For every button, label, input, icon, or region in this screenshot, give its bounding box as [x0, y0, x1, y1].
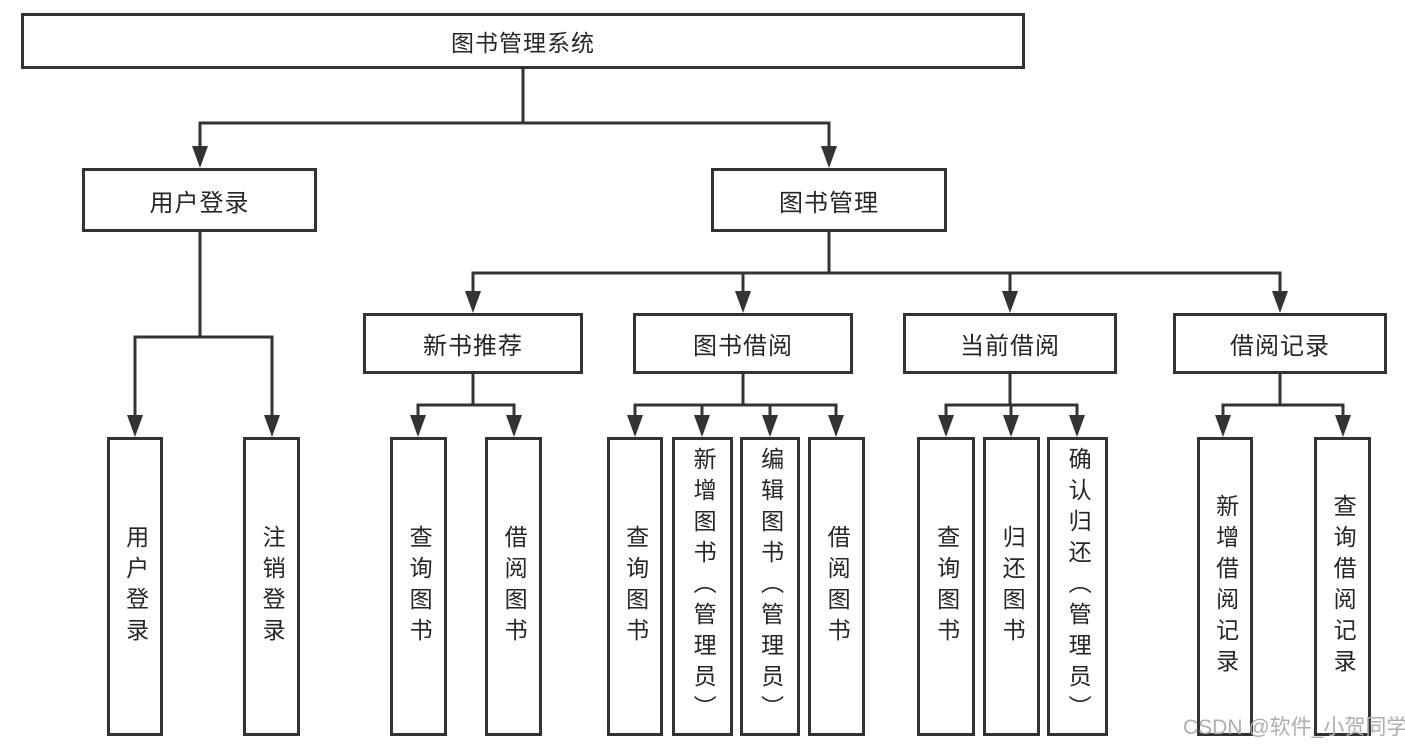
arrow-down-icon [1272, 291, 1288, 313]
leaf-user-login: 用户登录 [107, 437, 163, 736]
arrow-down-icon [828, 415, 844, 437]
leaf-borrow-books-recommend: 借阅图书 [485, 437, 542, 736]
arrow-down-icon [1335, 415, 1351, 437]
arrow-down-icon [506, 415, 522, 437]
branch-book-management [471, 230, 1282, 294]
arrow-down-icon [127, 415, 143, 437]
node-borrow-records: 借阅记录 [1173, 313, 1387, 374]
leaf-query-books-recommend: 查询图书 [390, 437, 447, 736]
leaf-query-books-borrow: 查询图书 [607, 437, 663, 736]
leaf-return-books: 归还图书 [983, 437, 1040, 736]
node-new-book-recommend: 新书推荐 [363, 313, 583, 374]
arrow-down-icon [735, 291, 751, 313]
branch-borrow-records [1221, 372, 1345, 418]
leaf-add-borrow-record: 新增借阅记录 [1197, 437, 1253, 736]
arrow-down-icon [1002, 291, 1018, 313]
arrowheads [127, 146, 1351, 437]
arrow-down-icon [410, 415, 426, 437]
arrow-down-icon [465, 291, 481, 313]
node-library-management-system: 图书管理系统 [21, 13, 1025, 69]
branch-root [198, 67, 831, 149]
arrow-down-icon [1069, 415, 1085, 437]
arrow-down-icon [694, 415, 710, 437]
leaf-query-books-current: 查询图书 [917, 437, 975, 736]
branch-user-login [133, 230, 274, 418]
leaf-edit-books-admin: 编辑图书（管理员） [740, 437, 800, 736]
arrow-down-icon [938, 415, 954, 437]
node-book-borrow: 图书借阅 [633, 313, 853, 374]
arrow-down-icon [627, 415, 643, 437]
node-current-borrow: 当前借阅 [903, 313, 1117, 374]
leaf-confirm-return-admin: 确认归还（管理员） [1047, 437, 1108, 736]
csdn-watermark: CSDN @软件_小贺同学 [1183, 716, 1405, 739]
arrow-down-icon [1215, 415, 1231, 437]
leaf-logout: 注销登录 [243, 437, 300, 736]
arrow-down-icon [192, 146, 208, 168]
arrow-down-icon [821, 146, 837, 168]
arrow-down-icon [1003, 415, 1019, 437]
branch-book-borrow [633, 372, 838, 418]
node-user-login: 用户登录 [82, 168, 317, 232]
node-book-management: 图书管理 [711, 168, 947, 232]
branch-new-book-recommend [416, 372, 516, 418]
arrow-down-icon [762, 415, 778, 437]
arrow-down-icon [264, 415, 280, 437]
leaf-add-books-admin: 新增图书（管理员） [672, 437, 733, 736]
leaf-query-borrow-record: 查询借阅记录 [1314, 437, 1371, 736]
branch-current-borrow [944, 372, 1079, 418]
leaf-borrow-books: 借阅图书 [808, 437, 865, 736]
